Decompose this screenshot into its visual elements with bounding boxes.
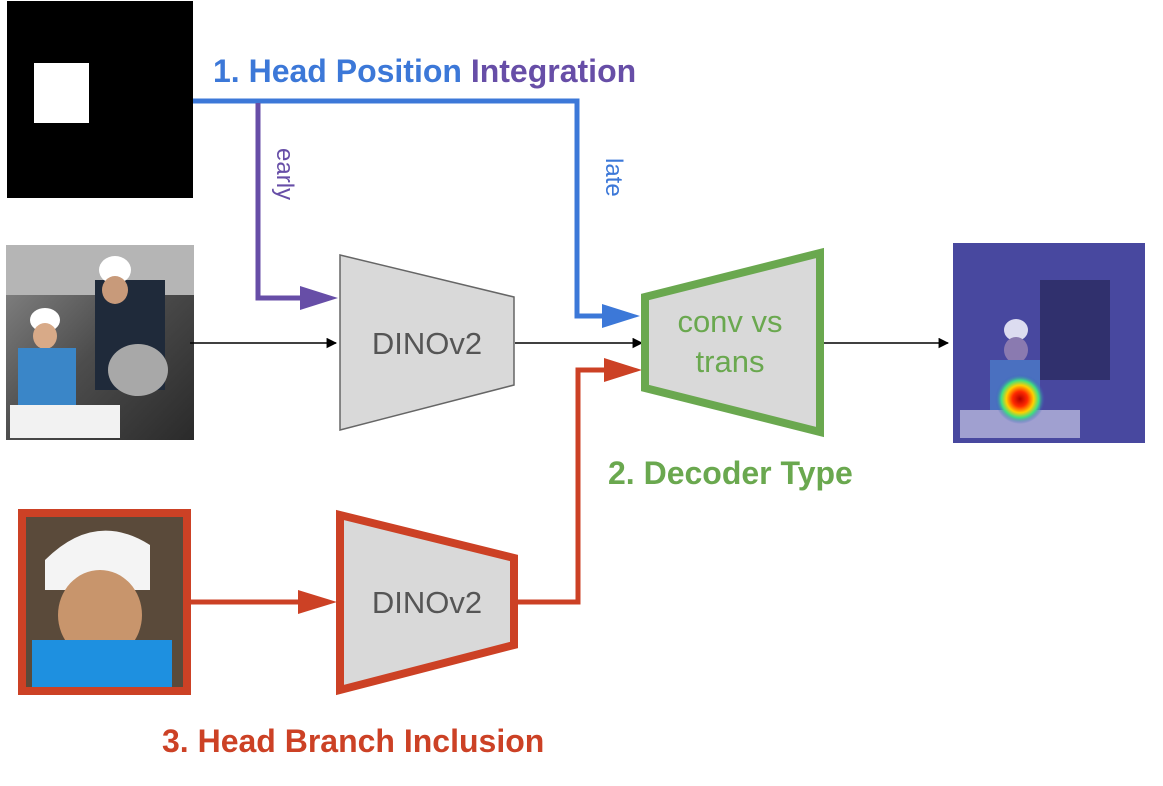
head-position-title-part: 1. Head Position: [213, 53, 462, 89]
head-branch-inclusion-title: 3. Head Branch Inclusion: [162, 723, 544, 759]
scene-input-image: [6, 245, 194, 440]
head-position-integration-title: 1. Head Position Integration: [213, 53, 636, 89]
head-branch-path: [515, 367, 606, 605]
head-encoder-arrow-head: [298, 590, 337, 614]
early-arrow-head: [300, 286, 338, 310]
decoder-block: [641, 247, 824, 438]
gaze-heatmap-blob: [995, 374, 1045, 424]
early-path-label: early: [271, 148, 298, 200]
late-arrow-head: [602, 304, 640, 328]
scene-encoder-block: [339, 254, 515, 431]
decoder-label-line2: trans: [696, 344, 765, 379]
head-branch-arrow-head: [604, 358, 642, 382]
decoder-type-title: 2. Decoder Type: [608, 455, 853, 491]
scene-encoder-label: DINOv2: [372, 326, 482, 361]
head-crop-image: [18, 509, 191, 695]
output-heatmap-image: [953, 243, 1145, 443]
decoder-label-line1: conv vs: [677, 304, 782, 339]
early-integration-path: [255, 103, 302, 301]
head-encoder-block: [336, 509, 518, 696]
head-position-mask-image: [7, 1, 193, 198]
head-encoder-label: DINOv2: [372, 585, 482, 620]
late-integration-path: [193, 98, 604, 319]
integration-title-part: Integration: [462, 53, 636, 89]
late-path-label: late: [600, 158, 627, 197]
